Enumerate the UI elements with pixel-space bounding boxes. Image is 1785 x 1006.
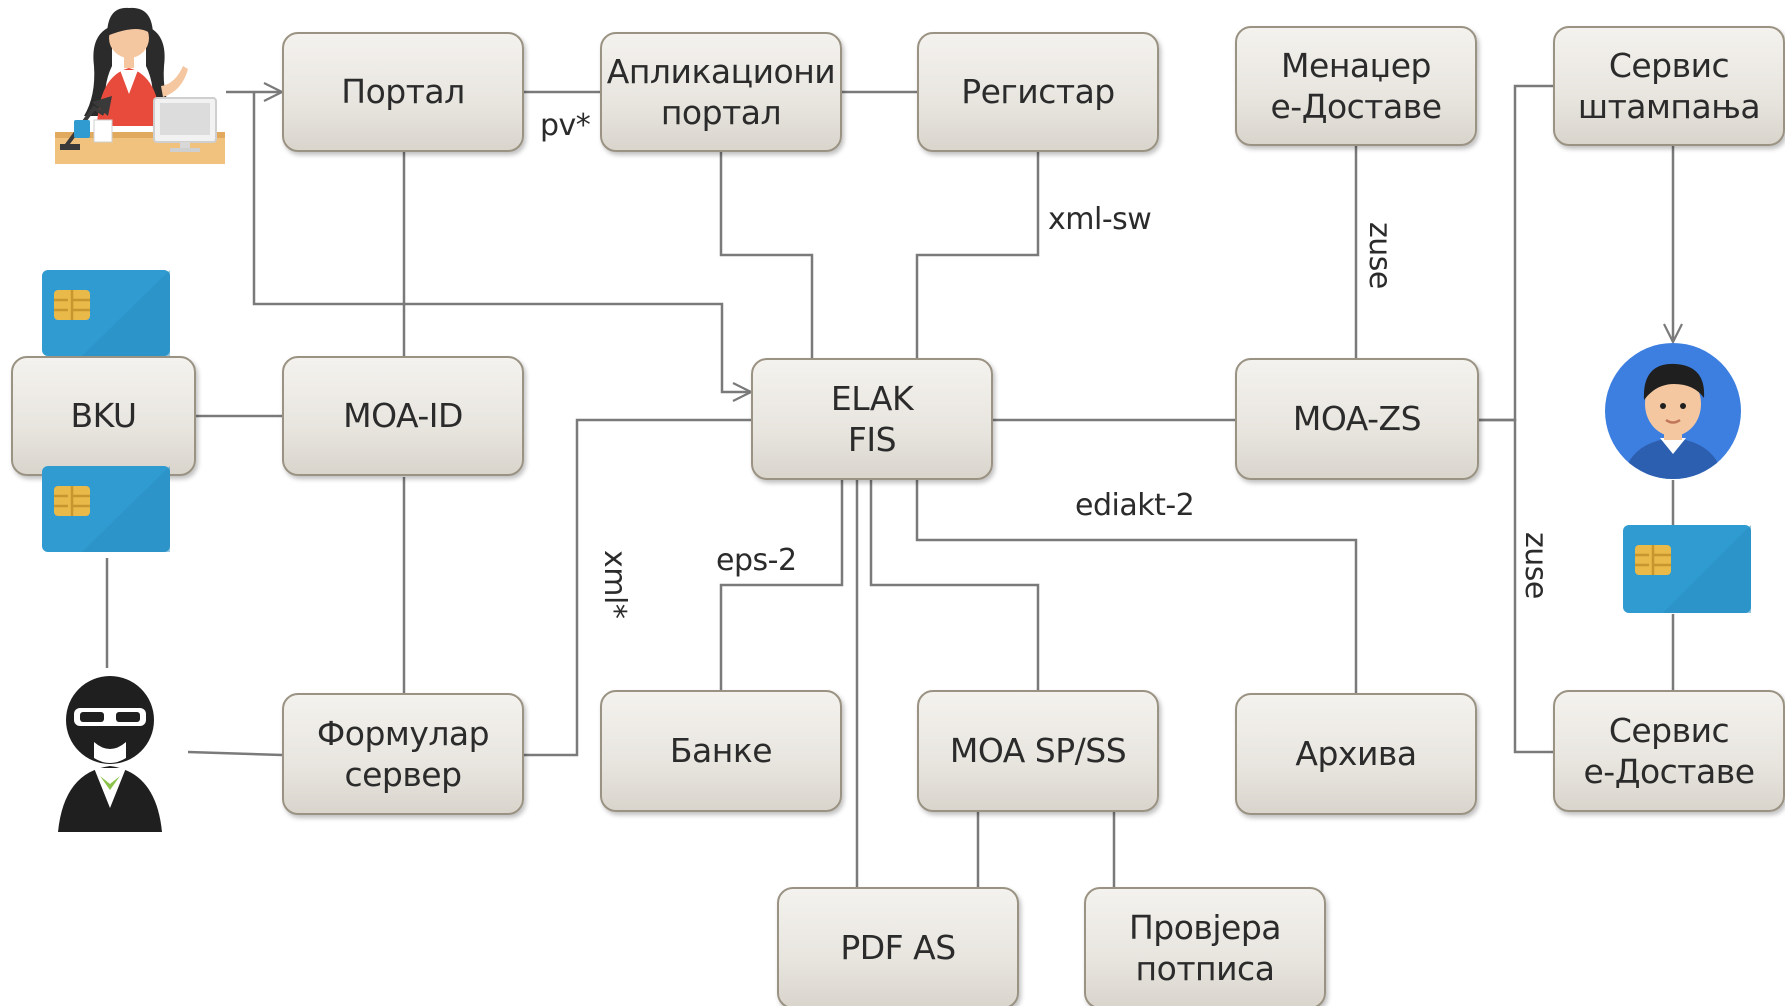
edge-label-zuse-top: zuse (1362, 222, 1397, 289)
anonymous-man-icon (58, 676, 162, 832)
elak-fis-label: ELAK FIS (830, 378, 914, 459)
smart-card-icon (42, 270, 170, 356)
registry-node[interactable]: Регистар (917, 32, 1159, 152)
edge-label-pv: pv* (540, 108, 591, 143)
edge-label-eps2: eps-2 (716, 543, 797, 578)
smart-card-icon (1623, 525, 1751, 613)
archive-node[interactable]: Архива (1235, 693, 1477, 815)
bku-node[interactable]: BKU (11, 356, 196, 476)
edelivery-manager-label: Менаџер е-Доставе (1270, 45, 1442, 126)
print-service-node[interactable]: Сервис штампања (1553, 26, 1785, 146)
edge-anon-form (187, 750, 283, 757)
moa-zs-label: MOA-ZS (1292, 399, 1422, 439)
app-portal-node[interactable]: Апликациони портал (600, 32, 842, 152)
edelivery-service-node[interactable]: Сервис е-Доставе (1553, 690, 1785, 812)
moa-sp-ss-label: MOA SP/SS (949, 731, 1127, 771)
print-service-label: Сервис штампања (1577, 45, 1761, 126)
elak-fis-node[interactable]: ELAK FIS (751, 358, 993, 480)
edge-registry-elak (915, 152, 1040, 358)
smart-card-icon (42, 466, 170, 552)
edge-form-elak (524, 418, 751, 757)
form-server-label: Формулар сервер (316, 713, 490, 794)
moa-zs-node[interactable]: MOA-ZS (1235, 358, 1479, 480)
signature-check-label: Провјера потписа (1128, 907, 1282, 988)
archive-label: Архива (1295, 734, 1417, 774)
bku-label: BKU (70, 396, 137, 436)
pdf-as-label: PDF AS (840, 928, 956, 968)
edelivery-manager-node[interactable]: Менаџер е-Доставе (1235, 26, 1477, 146)
edge-label-xml-sw: xml-sw (1048, 202, 1152, 237)
edge-moazs-print (1479, 84, 1553, 422)
moa-id-node[interactable]: MOA-ID (282, 356, 524, 476)
signature-check-node[interactable]: Провјера потписа (1084, 887, 1326, 1006)
person-avatar-icon (1605, 343, 1741, 479)
edge-user-elak (252, 92, 751, 392)
edge-appportal-elak (719, 152, 814, 358)
edge-elak-archive (915, 480, 1358, 693)
edge-elak-banks (719, 480, 844, 690)
pdf-as-node[interactable]: PDF AS (777, 887, 1019, 1006)
edge-label-zuse-side: zuse (1518, 532, 1553, 599)
portal-label: Портал (341, 72, 465, 112)
edge-label-ediakt2: ediakt-2 (1075, 488, 1195, 523)
app-portal-label: Апликациони портал (606, 51, 836, 132)
woman-at-desk-icon (55, 7, 225, 164)
banks-node[interactable]: Банке (600, 690, 842, 812)
edelivery-service-label: Сервис е-Доставе (1583, 710, 1755, 791)
edge-moazs-edelivery (1479, 418, 1553, 754)
form-server-node[interactable]: Формулар сервер (282, 693, 524, 815)
edge-label-xml: xml* (597, 550, 632, 619)
edge-elak-moasp (869, 480, 1040, 690)
registry-label: Регистар (961, 72, 1115, 112)
moa-sp-ss-node[interactable]: MOA SP/SS (917, 690, 1159, 812)
moa-id-label: MOA-ID (343, 396, 463, 436)
portal-node[interactable]: Портал (282, 32, 524, 152)
banks-label: Банке (669, 731, 773, 771)
